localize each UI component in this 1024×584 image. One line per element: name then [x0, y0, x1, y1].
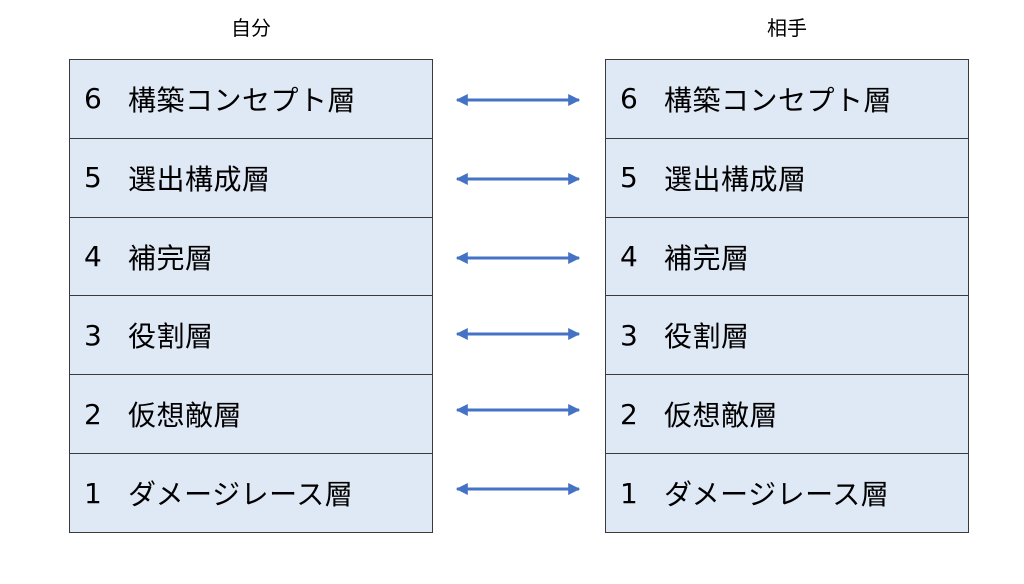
- right-layer-6: 6 構築コンセプト層: [606, 60, 968, 138]
- left-layer-4: 4 補完層: [70, 216, 432, 296]
- layer-number: 3: [84, 318, 103, 352]
- left-layer-1: 1 ダメージレース層: [70, 453, 432, 532]
- right-layer-2: 2 仮想敵層: [606, 374, 968, 453]
- layer-label: 仮想敵層: [664, 399, 779, 433]
- layer-number: 6: [84, 82, 103, 116]
- left-layer-2: 2 仮想敵層: [70, 374, 432, 453]
- layer-label: 補完層: [664, 241, 750, 275]
- layer-number: 5: [84, 161, 103, 195]
- right-layer-1: 1 ダメージレース層: [606, 453, 968, 532]
- right-layer-4: 4 補完層: [606, 216, 968, 296]
- right-column-title: 相手: [767, 16, 807, 40]
- layer-number: 1: [84, 476, 103, 510]
- layer-label: 構築コンセプト層: [664, 83, 893, 117]
- connection-arrows: [455, 94, 581, 495]
- layer-number: 6: [620, 82, 639, 116]
- layer-number: 1: [620, 476, 639, 510]
- layer-number: 4: [84, 240, 103, 274]
- layer-label: 仮想敵層: [128, 399, 243, 433]
- layer-number: 3: [620, 318, 639, 352]
- layer-number: 4: [620, 240, 639, 274]
- left-layer-6: 6 構築コンセプト層: [70, 60, 432, 138]
- left-layer-stack: 6 構築コンセプト層 5 選出構成層 4 補完層 3 役割層 2 仮想敵層 1 …: [69, 59, 433, 533]
- layer-label: 選出構成層: [664, 162, 807, 196]
- layer-label: ダメージレース層: [664, 478, 890, 512]
- left-layer-3: 3 役割層: [70, 295, 432, 374]
- right-layer-5: 5 選出構成層: [606, 137, 968, 217]
- layer-label: 補完層: [128, 241, 214, 275]
- layer-number: 2: [84, 397, 103, 431]
- right-layer-stack: 6 構築コンセプト層 5 選出構成層 4 補完層 3 役割層 2 仮想敵層 1 …: [605, 59, 969, 533]
- layer-label: 役割層: [664, 320, 750, 354]
- layer-number: 5: [620, 161, 639, 195]
- left-column-title: 自分: [231, 16, 271, 40]
- layer-label: 役割層: [128, 320, 214, 354]
- layer-label: 選出構成層: [128, 162, 271, 196]
- left-layer-5: 5 選出構成層: [70, 137, 432, 217]
- right-layer-3: 3 役割層: [606, 295, 968, 374]
- layer-number: 2: [620, 397, 639, 431]
- layer-label: 構築コンセプト層: [128, 83, 357, 117]
- layer-label: ダメージレース層: [128, 478, 354, 512]
